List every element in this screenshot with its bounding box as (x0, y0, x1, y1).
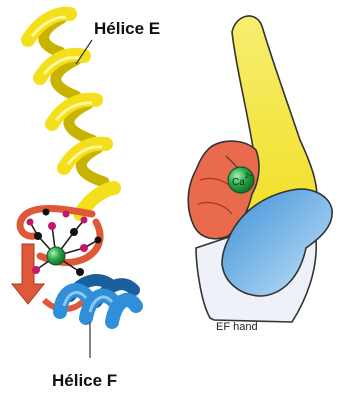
ef-hand-illustration: Ca 2+ (188, 16, 332, 322)
ef-hand-label: EF hand (216, 321, 258, 333)
coordinating-atoms (27, 209, 102, 277)
calcium-ion-sphere (47, 247, 65, 265)
helix-f-label: Hélice F (52, 371, 117, 390)
calcium-charge: 2+ (245, 173, 253, 180)
hand-calcium-ion: Ca 2+ (228, 167, 254, 193)
helix-e-ribbon (28, 14, 114, 214)
calcium-symbol: Ca (232, 177, 245, 188)
helix-e-label: Hélice E (94, 19, 160, 38)
protein-ribbon-model (12, 14, 136, 358)
helix-f-ribbon (60, 280, 136, 322)
